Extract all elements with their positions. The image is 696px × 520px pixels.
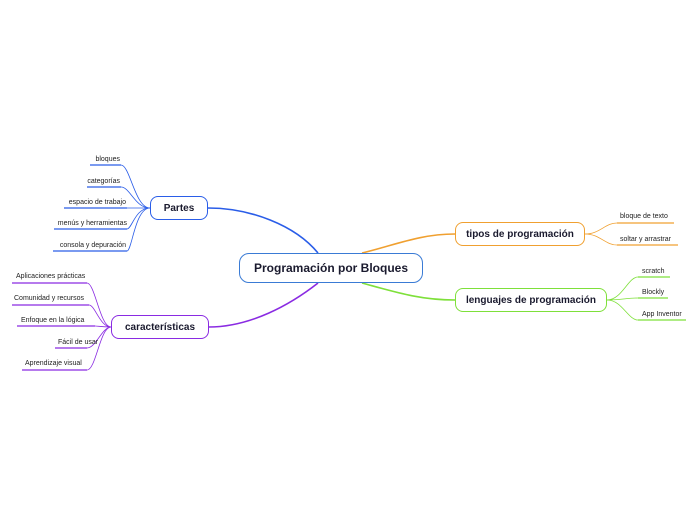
subtopic-categorias[interactable]: categorías xyxy=(87,178,120,185)
topic-tipos-de-programacion[interactable]: tipos de programación xyxy=(455,222,585,246)
partes-leaf-connectors xyxy=(120,164,151,252)
subtopic-soltar-y-arrastrar[interactable]: soltar y arrastrar xyxy=(620,236,671,243)
subtopic-app-inventor[interactable]: App Inventor xyxy=(642,311,682,318)
topic-caracteristicas[interactable]: características xyxy=(111,315,209,339)
tipos-leaf-underlines xyxy=(617,222,678,246)
lenguajes-leaf-underlines xyxy=(638,276,686,321)
subtopic-scratch[interactable]: scratch xyxy=(642,268,665,275)
lenguajes-leaf-connectors xyxy=(606,276,639,321)
partes-leaf-underlines xyxy=(53,164,127,252)
subtopic-espacio-de-trabajo[interactable]: espacio de trabajo xyxy=(68,199,126,206)
subtopic-bloque-de-texto[interactable]: bloque de texto xyxy=(620,213,668,220)
subtopic-comunidad-y-recursos[interactable]: Comunidad y recursos xyxy=(14,295,85,302)
caracteristicas-leaf-connectors xyxy=(86,282,112,371)
subtopic-enfoque-en-la-logica[interactable]: Enfoque en la lógica xyxy=(21,317,85,324)
topic-lenguajes-de-programacion[interactable]: lenguajes de programación xyxy=(455,288,607,312)
subtopic-menus-y-herramientas[interactable]: menús y herramientas xyxy=(57,220,127,227)
subtopic-facil-de-usar[interactable]: Fácil de usar xyxy=(58,339,99,346)
connector-central-partes xyxy=(207,207,319,254)
central-topic[interactable]: Programación por Bloques xyxy=(239,253,423,283)
connector-central-tipos xyxy=(361,233,456,254)
subtopic-consola-y-depuracion[interactable]: consola y depuración xyxy=(59,242,126,249)
connector-central-caracteristicas xyxy=(208,282,319,328)
subtopic-aprendizaje-visual[interactable]: Aprendizaje visual xyxy=(25,360,82,367)
subtopic-bloques[interactable]: bloques xyxy=(95,156,120,163)
connector-central-lenguajes xyxy=(361,282,456,301)
subtopic-aplicaciones-practicas[interactable]: Aplicaciones prácticas xyxy=(16,273,86,280)
tipos-leaf-connectors xyxy=(584,222,618,246)
caracteristicas-leaf-underlines xyxy=(12,282,95,371)
topic-partes[interactable]: Partes xyxy=(150,196,208,220)
subtopic-blockly[interactable]: Blockly xyxy=(642,289,665,296)
